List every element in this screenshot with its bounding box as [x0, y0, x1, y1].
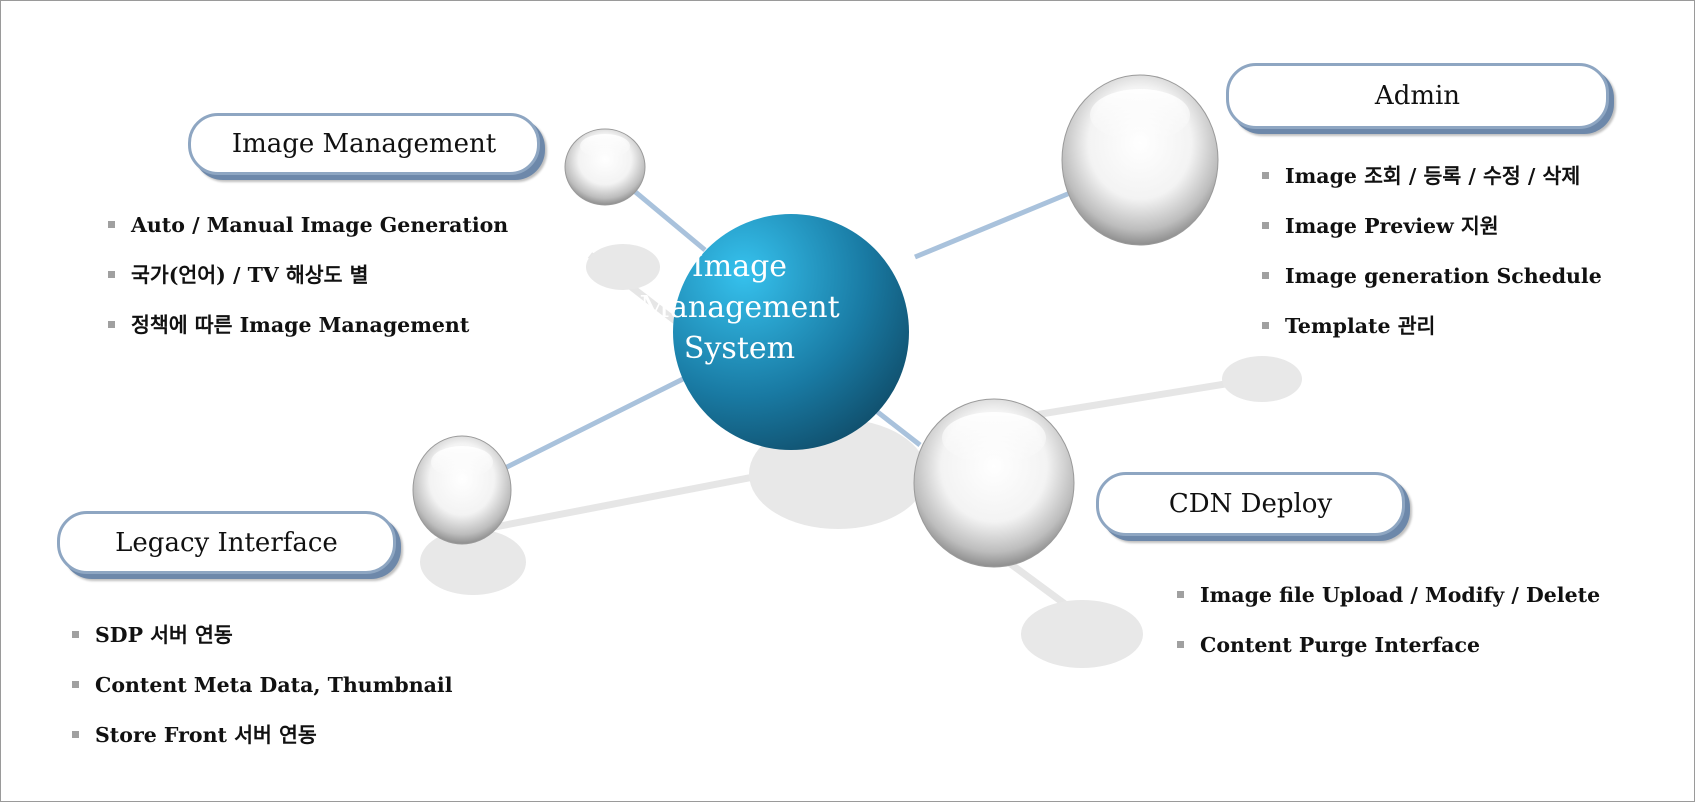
shadow-ellipse	[420, 529, 526, 595]
list-item: Image file Upload / Modify / Delete	[1173, 581, 1600, 631]
list-item: Image Preview 지원	[1258, 212, 1602, 262]
shadow-ellipse	[586, 244, 660, 290]
node-admin-title: Admin	[1226, 63, 1609, 129]
node-cdn-deploy-title: CDN Deploy	[1096, 472, 1405, 536]
connector-legacy-interface	[495, 375, 687, 475]
hub-label-line: Management	[639, 290, 840, 325]
ball-cdn-deploy	[913, 398, 1075, 568]
cdn-deploy-list: Image file Upload / Modify / Delete Cont…	[1173, 581, 1600, 681]
legacy-interface-list: SDP 서버 연동 Content Meta Data, Thumbnail S…	[68, 621, 452, 771]
shadow-ellipses	[420, 244, 1302, 668]
connector-image-management	[631, 188, 707, 252]
ball-legacy-interface	[412, 435, 512, 545]
list-item: Content Purge Interface	[1173, 631, 1600, 681]
hub-label-line: Image	[691, 249, 788, 284]
list-item: Template 관리	[1258, 312, 1602, 362]
hub-label: Image Management System	[632, 246, 847, 369]
hub-sphere	[673, 214, 909, 450]
shadow-ellipse	[1222, 356, 1302, 402]
connector-admin	[914, 190, 1071, 260]
node-image-management-title: Image Management	[188, 113, 540, 175]
hub-label-line: System	[683, 331, 796, 366]
shadow-line-left	[494, 464, 801, 531]
shadow-ellipse	[1021, 600, 1143, 668]
list-item: Auto / Manual Image Generation	[104, 211, 508, 261]
list-item: Content Meta Data, Thumbnail	[68, 671, 452, 721]
image-management-list: Auto / Manual Image Generation 국가(언어) / …	[104, 211, 508, 361]
list-item: SDP 서버 연동	[68, 621, 452, 671]
node-legacy-interface-title: Legacy Interface	[57, 511, 396, 574]
list-item: Image 조회 / 등록 / 수정 / 삭제	[1258, 162, 1602, 212]
hub-connectors	[495, 188, 1071, 475]
list-item: 정책에 따른 Image Management	[104, 311, 508, 361]
admin-list: Image 조회 / 등록 / 수정 / 삭제 Image Preview 지원…	[1258, 162, 1602, 362]
list-item: Image generation Schedule	[1258, 262, 1602, 312]
list-item: Store Front 서버 연동	[68, 721, 452, 771]
ball-image-management	[564, 128, 646, 206]
connector-cdn-deploy	[873, 408, 922, 447]
ball-admin	[1061, 74, 1219, 246]
list-item: 국가(언어) / TV 해상도 별	[104, 261, 508, 311]
